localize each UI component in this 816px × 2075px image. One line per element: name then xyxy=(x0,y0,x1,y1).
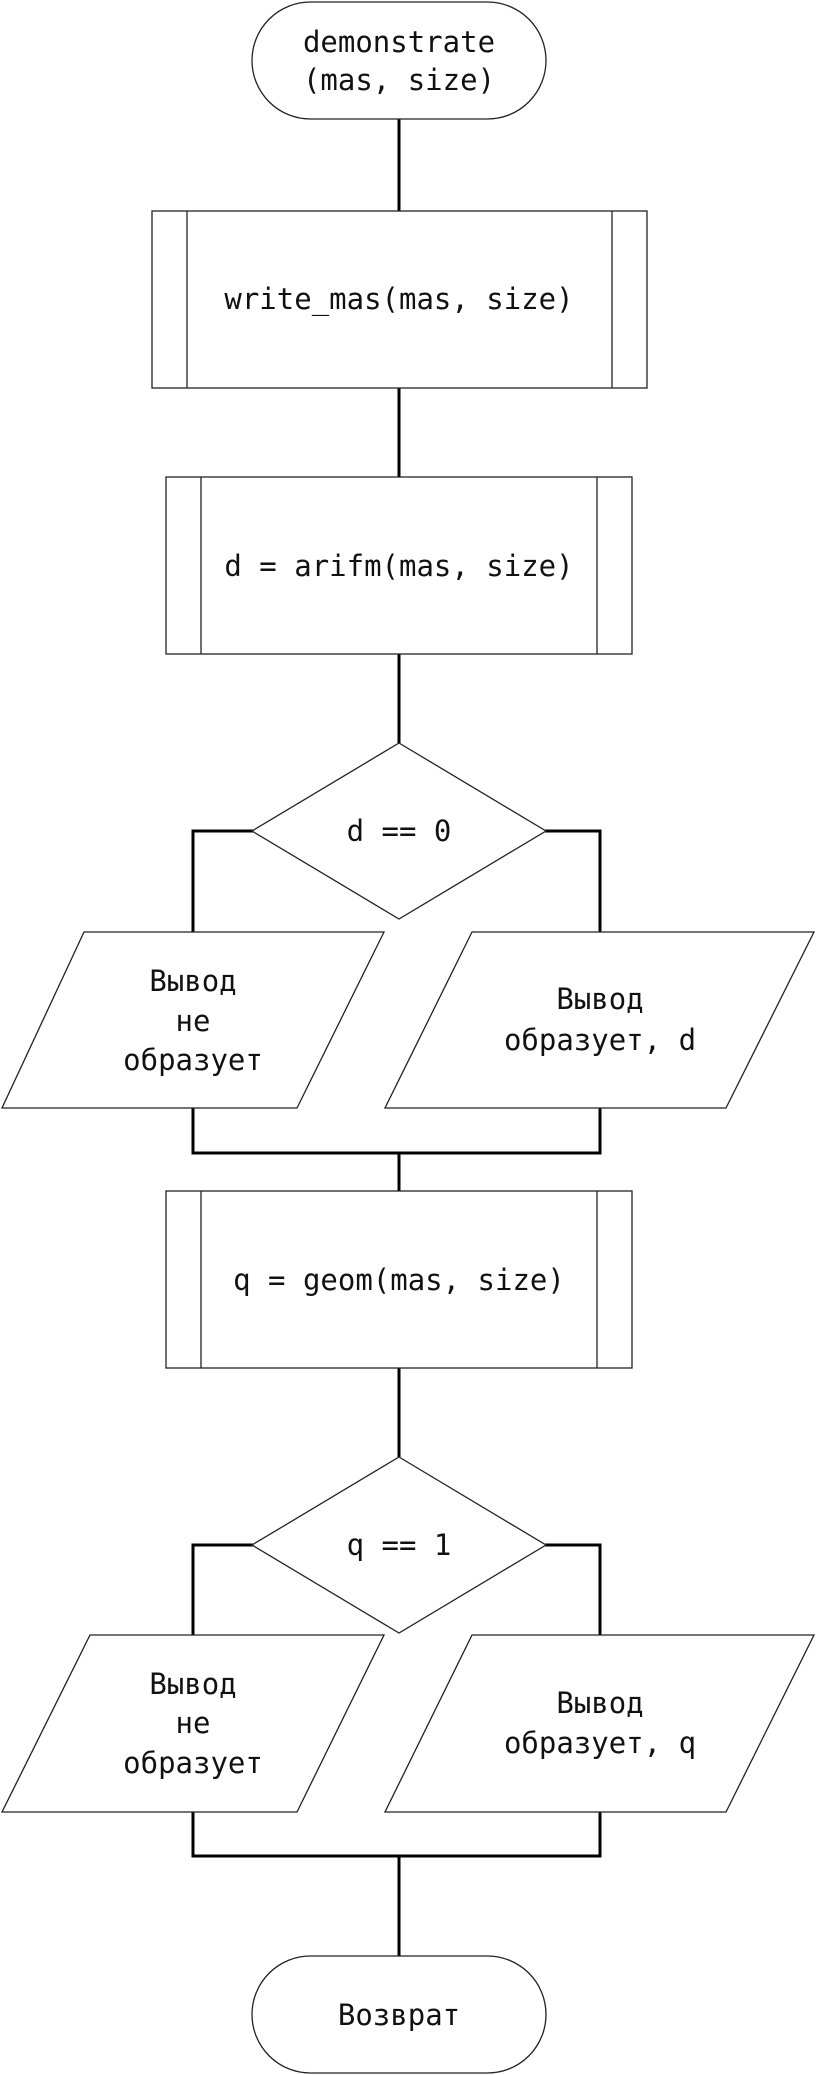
end-terminator: Возврат xyxy=(251,1955,547,2074)
output-q-left-line3: образует xyxy=(123,1746,263,1780)
connector-merge-d xyxy=(191,1106,602,1155)
output-q-left-line1: Вывод xyxy=(149,1667,236,1701)
start-terminator: demonstrate (mas, size) xyxy=(251,1,547,120)
connectors xyxy=(191,117,602,1958)
connector-decision-d-right-branch xyxy=(544,829,602,934)
start-label-line2: (mas, size) xyxy=(303,63,495,97)
connector-decision-q-right-branch xyxy=(544,1543,602,1637)
decision-q: q == 1 xyxy=(250,1456,548,1634)
geom-label: q = geom(mas, size) xyxy=(233,1263,565,1297)
process-arifm: d = arifm(mas, size) xyxy=(165,476,633,655)
output-d-right-line1: Вывод xyxy=(556,982,643,1016)
connector-merge-q xyxy=(191,1810,602,1858)
output-d-forming: Вывод образует, d xyxy=(383,931,816,1109)
output-q-right-line1: Вывод xyxy=(556,1686,643,1720)
process-geom: q = geom(mas, size) xyxy=(165,1190,633,1369)
decision-q-label: q == 1 xyxy=(347,1528,452,1562)
output-q-not-forming: Вывод не образует xyxy=(0,1634,386,1813)
output-q-left-line2: не xyxy=(176,1706,211,1740)
output-d-right-line2: образует, d xyxy=(504,1023,696,1057)
decision-d-label: d == 0 xyxy=(347,814,452,848)
arifm-label: d = arifm(mas, size) xyxy=(224,549,573,583)
output-q-forming: Вывод образует, q xyxy=(383,1634,816,1813)
output-d-left-line2: не xyxy=(176,1004,211,1038)
connector-decision-d-left-branch xyxy=(191,829,254,934)
decision-d: d == 0 xyxy=(250,742,548,920)
start-label-line1: demonstrate xyxy=(303,25,495,59)
connector-decision-q-left-branch xyxy=(191,1543,254,1637)
output-q-right-line2: образует, q xyxy=(504,1726,696,1760)
output-d-left-line1: Вывод xyxy=(149,964,236,998)
end-label: Возврат xyxy=(338,1998,460,2032)
write-mas-label: write_mas(mas, size) xyxy=(224,282,573,317)
output-d-left-line3: образует xyxy=(123,1043,263,1077)
output-d-not-forming: Вывод не образует xyxy=(0,931,386,1109)
process-write-mas: write_mas(mas, size) xyxy=(151,210,648,389)
